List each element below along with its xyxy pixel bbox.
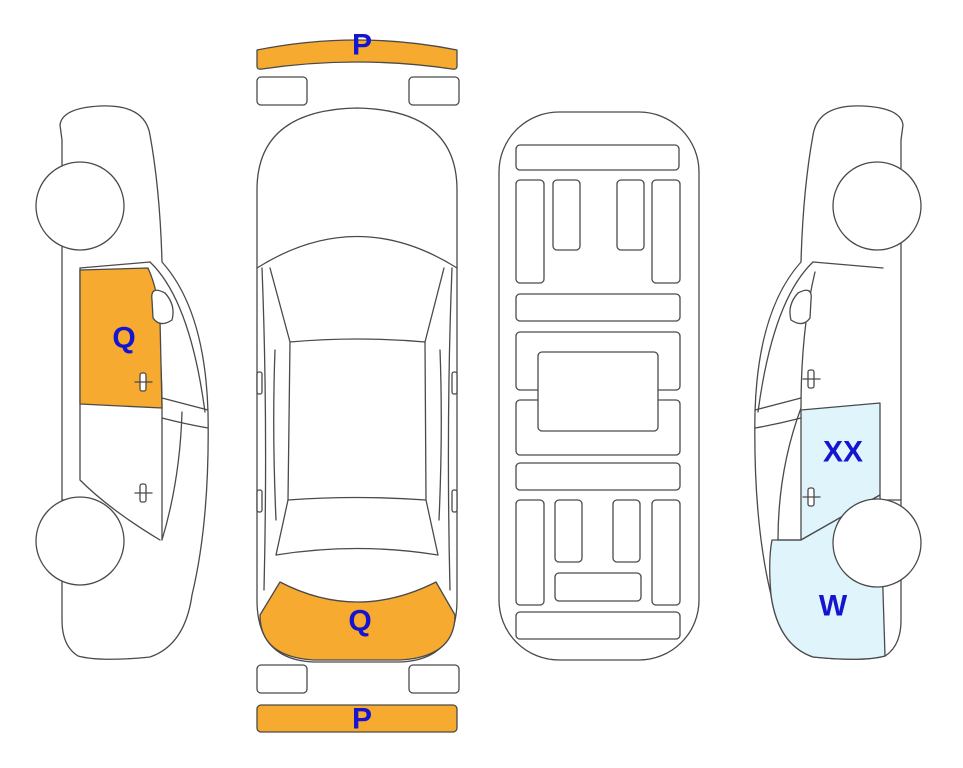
underbody-view (498, 111, 700, 661)
trunk-lid[interactable]: Q (259, 581, 456, 661)
underbody-rear-floor (515, 462, 681, 491)
right-rear-fender-label: W (819, 590, 848, 623)
left-mirror (256, 371, 263, 395)
top-view-body (256, 107, 458, 663)
left-rear-wheel (35, 496, 125, 586)
underbody-front-crossmember (515, 144, 680, 171)
underbody-front-left-inner (552, 179, 581, 251)
rear-right-taillight (408, 664, 460, 694)
underbody-rear-right-inner (612, 499, 641, 563)
left-belt-line-top (79, 261, 151, 269)
rear-bumper-panel[interactable] (256, 704, 458, 733)
underbody-front-right-inner (616, 179, 645, 251)
hood-line (256, 235, 458, 269)
left-side-view: Q (35, 105, 209, 660)
left-front-wheel (35, 161, 125, 251)
right-side-mirror (789, 289, 812, 325)
right-windshield-edge (757, 261, 814, 413)
right-belt-line-top (812, 261, 884, 269)
left-windshield-edge (149, 261, 206, 413)
front-bumper-panel[interactable] (256, 39, 458, 70)
rear-window (275, 499, 439, 556)
top-view: Q (256, 107, 458, 663)
left-door-front-edge (79, 267, 161, 541)
right-b-pillar (800, 271, 816, 409)
left-window-line (273, 349, 277, 521)
left-side-line (261, 267, 267, 591)
front-right-headlight (408, 76, 460, 106)
trunk-lid-label: Q (348, 605, 371, 638)
left-door-rear-edge (161, 407, 183, 541)
left-mirror-line-2 (161, 417, 209, 429)
rear-bumper-label: P (352, 703, 372, 736)
right-side-view: XX W (754, 105, 922, 660)
right-window-line (438, 349, 442, 521)
underbody-rear-crossmember (554, 572, 642, 602)
left-side-mirror (151, 289, 174, 325)
right-mirror-line-2 (754, 417, 802, 429)
right-side-line (447, 267, 453, 591)
underbody-rear-right-rail (651, 499, 681, 606)
right-front-wheel (832, 161, 922, 251)
underbody-center-tunnel (537, 351, 659, 432)
rear-bumper[interactable]: P (256, 703, 458, 736)
right-rear-handle (451, 489, 458, 513)
underbody-rear-left-rail (515, 499, 545, 606)
left-rear-handle (256, 489, 263, 513)
front-bumper-label: P (352, 29, 372, 62)
rear-left-taillight (256, 664, 308, 694)
underbody-rear-left-inner (554, 499, 583, 563)
underbody-rear-panel (515, 611, 681, 640)
front-bumper[interactable]: P (256, 29, 458, 70)
right-rear-door-label: XX (823, 436, 863, 469)
left-rear-door-label: Q (112, 322, 135, 355)
trunk-lid-panel[interactable] (259, 581, 456, 661)
right-rear-wheel (832, 498, 922, 588)
windshield (269, 267, 445, 343)
underbody-front-floor (515, 293, 681, 322)
right-mirror (451, 371, 458, 395)
underbody-front-left-rail (515, 179, 545, 284)
right-door-front-edge (777, 407, 802, 541)
underbody-front-right-rail (651, 179, 681, 284)
roof (287, 341, 427, 501)
front-left-headlight (256, 76, 308, 106)
